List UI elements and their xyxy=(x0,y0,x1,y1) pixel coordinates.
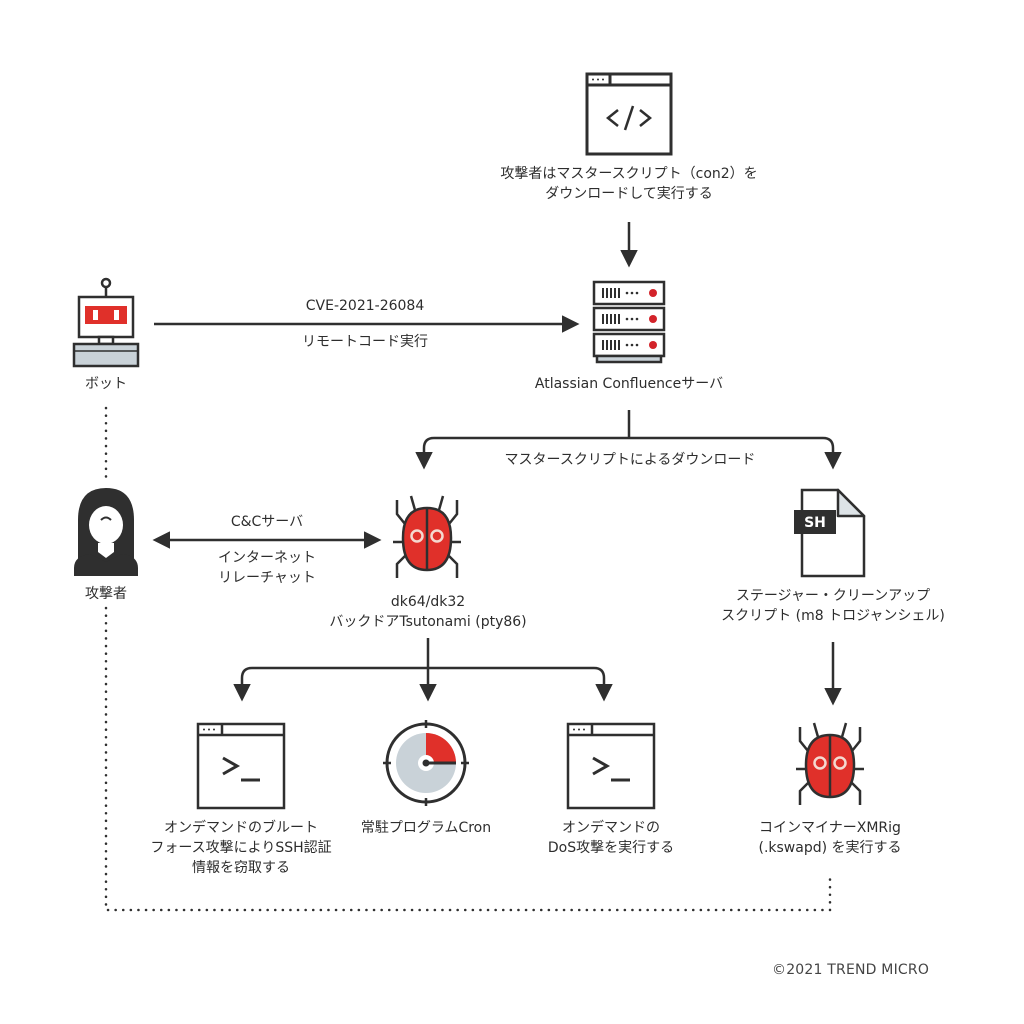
terminal-window-icon xyxy=(566,722,656,810)
server-rack-icon xyxy=(592,280,666,364)
terminal-window-icon xyxy=(196,722,286,810)
stager-label: ステージャー・クリーンアップ スクリプト (m8 トロジャンシェル) xyxy=(721,588,945,624)
exploit-cve-label: CVE-2021-26084 xyxy=(305,298,425,314)
confluence-label: Atlassian Confluenceサーバ xyxy=(534,376,724,392)
irc-label: インターネット リレーチャット xyxy=(218,550,316,586)
copyright-footer: ©2021 TREND MICRO xyxy=(772,962,930,978)
file-badge-text: SH xyxy=(804,515,826,531)
master-script-caption: 攻撃者はマスタースクリプト（con2）を ダウンロードして実行する xyxy=(500,166,758,202)
cnc-label: C&Cサーバ xyxy=(230,514,304,530)
dos-label: オンデマンドの DoS攻撃を実行する xyxy=(547,820,675,856)
bug-icon xyxy=(393,495,461,578)
bug-icon xyxy=(796,722,864,805)
hooded-attacker-icon xyxy=(74,488,138,576)
edge-backdoor-branches xyxy=(233,638,613,702)
timer-icon xyxy=(383,720,469,806)
bruteforce-label: オンデマンドのブルート フォース攻撃によりSSH認証 情報を窃取する xyxy=(150,820,332,876)
cron-label: 常駐プログラムCron xyxy=(360,820,492,836)
dotted-link-attacker-miner xyxy=(104,606,832,912)
backdoor-label: dk64/dk32 バックドアTsutonami (pty86) xyxy=(329,594,527,630)
bot-label: ボット xyxy=(85,376,127,392)
miner-label: コインマイナーXMRig (.kswapd) を実行する xyxy=(758,820,902,856)
code-window-icon xyxy=(585,72,673,156)
sh-file-icon: SH xyxy=(794,488,866,578)
download-branch-label: マスタースクリプトによるダウンロード xyxy=(504,452,756,468)
attacker-label: 攻撃者 xyxy=(85,586,127,602)
exploit-rce-label: リモートコード実行 xyxy=(302,334,428,350)
robot-icon xyxy=(72,277,140,368)
edge-server-download-branch xyxy=(415,410,842,470)
